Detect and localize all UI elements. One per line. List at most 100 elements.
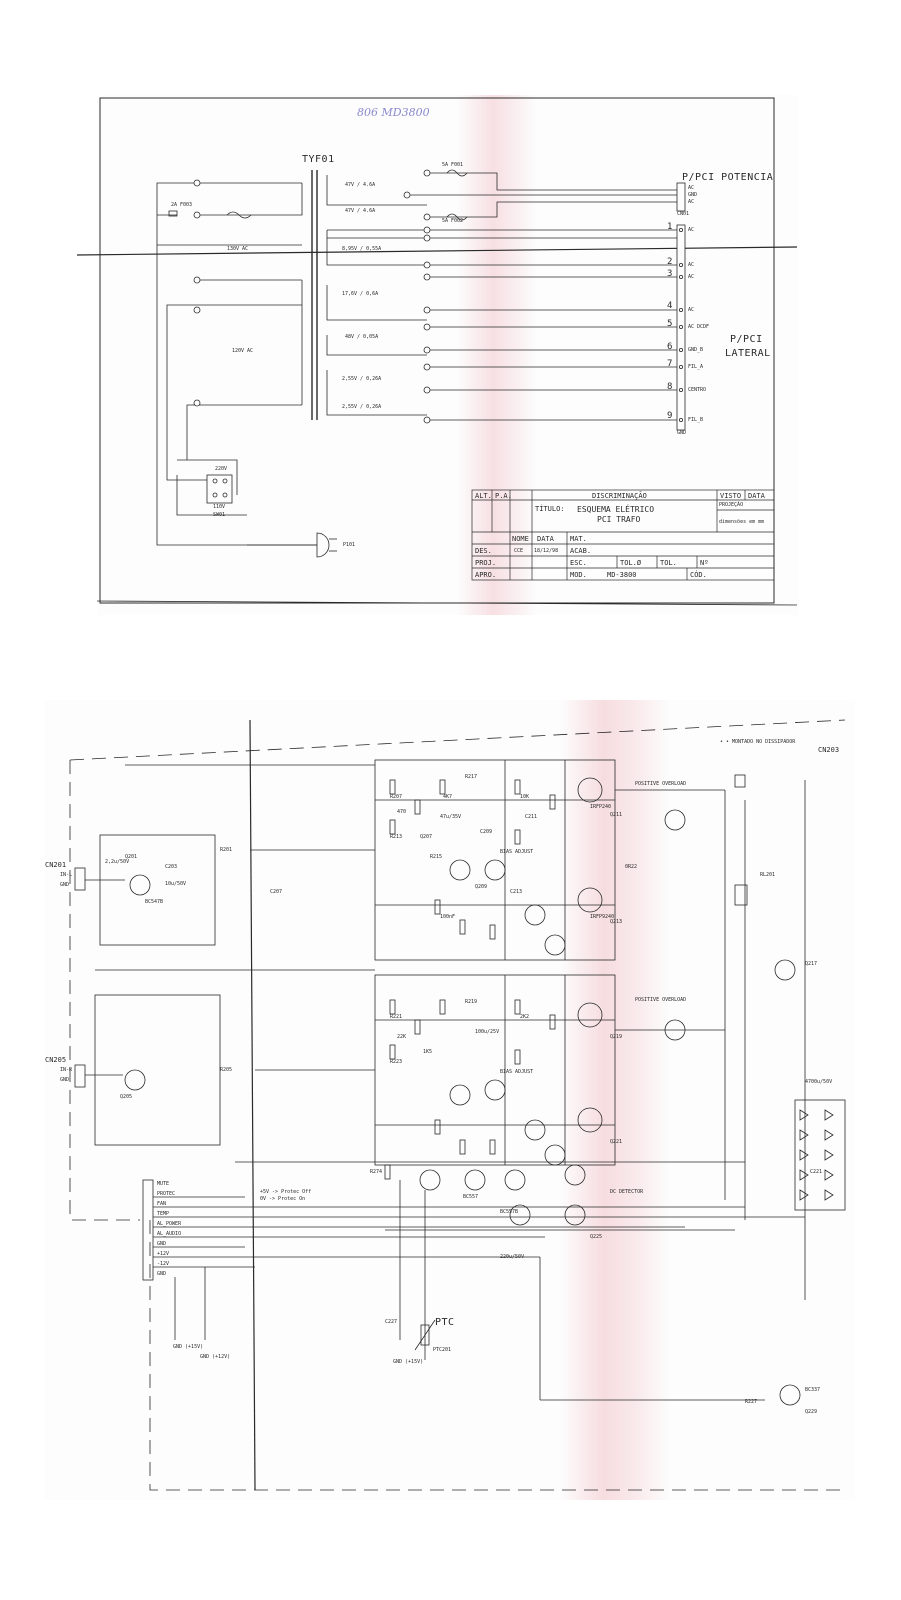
ch1-resistor-grid bbox=[375, 760, 615, 960]
fuse-label-f001: 5A F001 bbox=[442, 162, 464, 168]
tb-nome: NOME bbox=[512, 535, 529, 543]
primary-fuse-body bbox=[168, 210, 178, 217]
prot-transistor-6 bbox=[564, 1204, 586, 1226]
part-bc547b: BC547B bbox=[145, 899, 164, 905]
switch-contact-1 bbox=[212, 478, 218, 484]
ch1-mosfet-top bbox=[577, 777, 603, 803]
pin-number-7: 7 bbox=[667, 359, 673, 369]
part-c211: C211 bbox=[525, 814, 538, 820]
lateral-pin-label-7: FIL_A bbox=[688, 364, 704, 370]
tb-discriminacao: DISCRIMINAÇÃO bbox=[592, 492, 647, 500]
bias-adjust-ch1: BIAS ADJUST bbox=[500, 849, 534, 855]
part-r215: R215 bbox=[430, 854, 443, 860]
pin-number-2: 2 bbox=[667, 257, 673, 267]
value-10u-50v: 10u/50V bbox=[165, 881, 187, 887]
lateral-pin-label-3: AC bbox=[688, 274, 695, 280]
ptc-body bbox=[420, 1324, 430, 1346]
tb-titulo-label: TÍTULO: bbox=[535, 505, 565, 513]
protec-note-2: 0V -> Protec On bbox=[260, 1196, 306, 1202]
heatsink-note: • • MONTADO NO DISSIPADOR bbox=[720, 739, 796, 745]
lateral-connector-body bbox=[676, 224, 686, 431]
fuse-label-f003: 2A F003 bbox=[171, 202, 193, 208]
lateral-pin-label-4: AC bbox=[688, 307, 695, 313]
potencia-ref: CN01 bbox=[677, 211, 690, 217]
lateral-pin-dot-9 bbox=[679, 417, 684, 422]
prot-transistor-4 bbox=[509, 1204, 531, 1226]
control-connector-body bbox=[142, 1179, 154, 1281]
tb-des-data: 18/12/98 bbox=[534, 548, 559, 554]
secondary-label-3: 8,95V / 0,55A bbox=[342, 246, 382, 252]
voltage-switch-body bbox=[206, 474, 233, 504]
part-r201: R201 bbox=[220, 847, 233, 853]
secondary-label-2: 47V / 4.6A bbox=[345, 208, 376, 214]
sec-node-5 bbox=[423, 234, 431, 242]
tb-mod: MOD. bbox=[570, 571, 587, 579]
secondary-label-6: 2,55V / 0,26A bbox=[342, 376, 382, 382]
tb-cod: CÓD. bbox=[690, 571, 707, 579]
primary-node-1 bbox=[193, 179, 201, 187]
sec-node-10 bbox=[423, 346, 431, 354]
connector-lateral-label-2: LATERAL bbox=[725, 348, 771, 359]
primary-wire-2 bbox=[156, 182, 317, 546]
lower-ref-r274: R274 bbox=[370, 1169, 383, 1175]
dc-detector-label: DC DETECTOR bbox=[610, 1189, 644, 1195]
part-r205: R205 bbox=[220, 1067, 233, 1073]
potencia-pin-2: GND bbox=[688, 192, 698, 198]
pin-number-1: 1 bbox=[667, 222, 673, 232]
ch2-transistor-3 bbox=[524, 1119, 546, 1141]
tb-titulo-line2: PCI TRAFO bbox=[597, 515, 641, 524]
ch1-transistor-1 bbox=[449, 859, 471, 881]
pin-number-8: 8 bbox=[667, 382, 673, 392]
amplifier-wiring bbox=[69, 719, 846, 1491]
part-q219: Q219 bbox=[610, 1034, 623, 1040]
sec-group-4 bbox=[326, 335, 427, 356]
ch2-transistor-1 bbox=[449, 1084, 471, 1106]
lateral-pin-dot-4 bbox=[679, 307, 684, 312]
part-c227: C227 bbox=[385, 1319, 398, 1325]
gnd-note-2: GND (+12V) bbox=[200, 1354, 231, 1360]
prot-transistor-3 bbox=[504, 1169, 526, 1191]
transformer-schematic-sheet: 806 MD3800 TYF01 130V AC 120V AC 47V / 4… bbox=[76, 95, 799, 615]
part-q221: Q221 bbox=[610, 1139, 623, 1145]
primary-node-2 bbox=[193, 211, 201, 219]
primary-wire-1 bbox=[197, 183, 303, 216]
potencia-pin-1: AC bbox=[688, 185, 695, 191]
sec-node-1 bbox=[423, 169, 431, 177]
prot-transistor-5 bbox=[564, 1164, 586, 1186]
part-q229: Q229 bbox=[805, 1409, 818, 1415]
connector-cn201: CN201 bbox=[45, 861, 67, 869]
value-100u-25v: 100u/25V bbox=[475, 1029, 500, 1035]
switch-label-220v: 220V bbox=[215, 466, 228, 472]
connector-lateral-label-1: P/PCI bbox=[730, 334, 763, 345]
ch1-mosfet-bottom bbox=[577, 887, 603, 913]
ctrl-label-protec: PROTEC bbox=[157, 1191, 176, 1197]
lateral-pin-label-6: GND_B bbox=[688, 347, 704, 353]
ch1-overload-transistor bbox=[664, 809, 686, 831]
part-r219: R219 bbox=[465, 999, 478, 1005]
tb-data: DATA bbox=[537, 535, 554, 543]
lateral-pin-dot-5 bbox=[679, 324, 684, 329]
tb-acab: ACAB. bbox=[570, 547, 592, 555]
part-r217: R217 bbox=[465, 774, 478, 780]
primary-label-120v: 120V AC bbox=[232, 348, 254, 354]
part-q207: Q207 bbox=[420, 834, 433, 840]
bc337-transistor bbox=[779, 1384, 801, 1406]
tb-mat: MAT. bbox=[570, 535, 587, 543]
part-c221: C221 bbox=[810, 1169, 823, 1175]
tb-alt: ALT. bbox=[475, 492, 492, 500]
protection-transistor bbox=[774, 959, 796, 981]
value-2k2: 2K2 bbox=[520, 1014, 530, 1020]
part-r207: R207 bbox=[390, 794, 403, 800]
cn205-pin-gnd: GND bbox=[60, 1077, 70, 1083]
diode-symbols-2 bbox=[824, 1109, 834, 1201]
positive-overload-ch1: POSITIVE OVERLOAD bbox=[635, 781, 687, 787]
sec-node-7 bbox=[423, 273, 431, 281]
relay-rl201 bbox=[734, 884, 748, 906]
tb-titulo-line1: ESQUEMA ELÉTRICO bbox=[577, 505, 655, 514]
sec-group-3 bbox=[326, 285, 427, 321]
cn201-body bbox=[74, 867, 86, 891]
secondary-label-1: 47V / 4.6A bbox=[345, 182, 376, 188]
ch2-mosfet-top bbox=[577, 1002, 603, 1028]
ctrl-label-fan: FAN bbox=[157, 1201, 167, 1207]
part-q211: Q211 bbox=[610, 812, 623, 818]
